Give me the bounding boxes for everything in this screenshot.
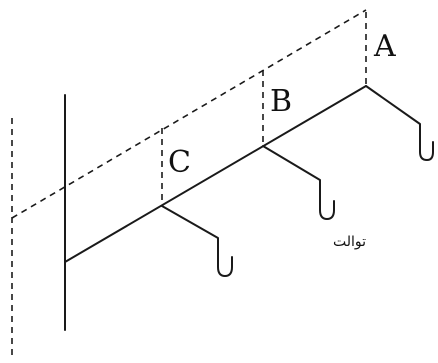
trap-c — [161, 205, 233, 277]
label-c: C — [168, 145, 191, 180]
toilet-annotation: توالت — [333, 234, 366, 250]
trap-b — [262, 145, 335, 220]
label-b: B — [270, 84, 292, 119]
dashed-vent-line — [11, 9, 367, 219]
main-drain-pipe — [64, 85, 367, 263]
trap-a — [365, 85, 434, 161]
label-a: A — [373, 29, 396, 64]
